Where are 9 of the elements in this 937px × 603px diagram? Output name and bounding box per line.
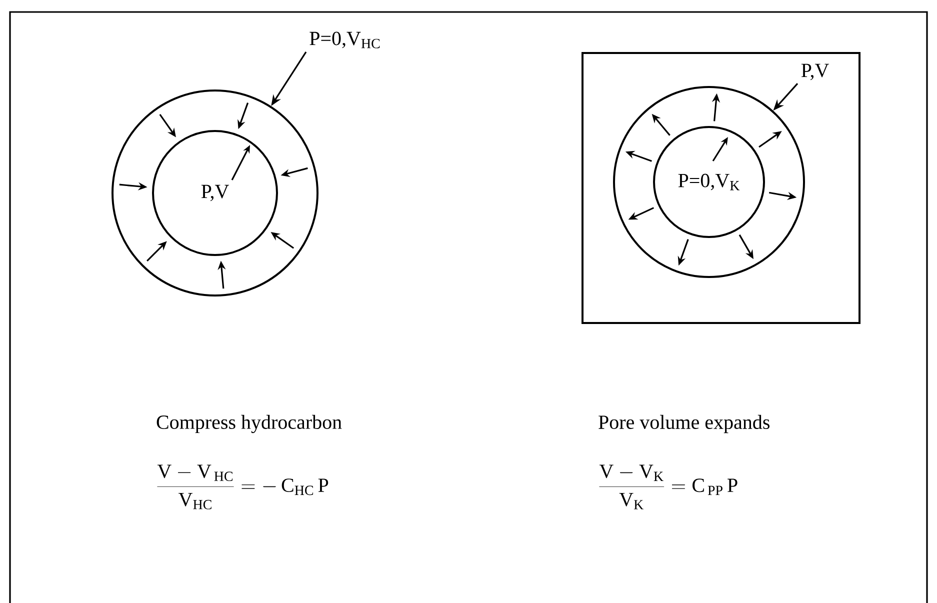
ring-circle [112, 90, 318, 296]
frame-box [582, 52, 860, 324]
caption-text: Compress hydrocarbon [156, 414, 342, 434]
equation: $\frac{\mathrm{V - V_{\,HC}}}{\mathrm{V_{HC}}} = -\,\mathrm{C_{HC}\,P}$ [157, 464, 328, 510]
ring-circle [613, 86, 805, 278]
caption-text: Pore volume expands [598, 414, 770, 434]
equation: $\frac{\mathrm{V - V_{K}}}{\mathrm{V_{K}}} = \mathrm{C_{\,PP}\,P}$ [599, 464, 738, 510]
pressure-label: P,V [801, 64, 829, 80]
pressure-label: P=0,V$_{HC}$ [310, 32, 380, 48]
